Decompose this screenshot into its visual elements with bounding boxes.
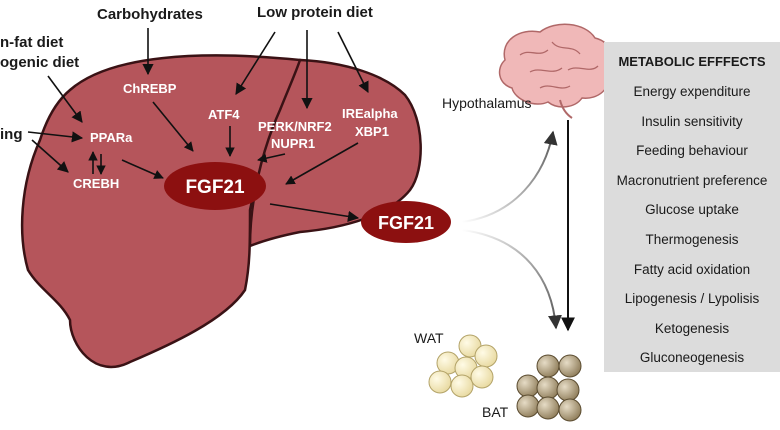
pparа-label: PPARa (90, 130, 133, 145)
curve-to-adipose (461, 229, 562, 330)
fasting-label: ing (0, 126, 23, 143)
carbohydrates-label: Carbohydrates (97, 6, 203, 23)
hypothalamus-label: Hypothalamus (442, 95, 532, 111)
effect-item: Gluconeogenesis (639, 350, 745, 366)
secretion-arrow (269, 203, 360, 222)
effect-item: Fatty acid oxidation (633, 261, 751, 277)
chrebp-label: ChREBP (123, 81, 177, 96)
effect-item: Thermogenesis (645, 231, 739, 247)
wat-cluster (428, 334, 498, 398)
liver (20, 54, 422, 369)
effect-item: Insulin sensitivity (641, 113, 743, 129)
bat-label: BAT (482, 404, 509, 420)
atf4-label: ATF4 (208, 107, 240, 122)
effect-item: Macronutrient preference (616, 172, 768, 188)
effect-item: Lipogenesis / Lypolisis (624, 291, 760, 307)
liver-arrows (88, 101, 359, 185)
high-fat-label-1: n-fat diet (0, 34, 63, 51)
circulating-fgf21-label: FGF21 (378, 213, 434, 233)
input-arrows (27, 28, 369, 173)
irealpha-label-1: IREalpha (342, 106, 398, 121)
metabolic-effects-title: METABOLIC EFFFECTS (618, 54, 766, 69)
liver-fgf21-node (164, 162, 266, 210)
high-fat-label-2: ogenic diet (0, 54, 79, 71)
wat-label: WAT (414, 330, 444, 346)
metabolic-effects-panel: METABOLIC EFFFECTS Energy expenditure In… (604, 42, 780, 372)
liver-right-lobe (248, 58, 422, 248)
perk-label-2: NUPR1 (271, 136, 315, 151)
crebh-label: CREBH (73, 176, 119, 191)
curve-to-hypothalamus (461, 130, 558, 223)
effect-item: Glucose uptake (645, 202, 739, 218)
bat-cluster (516, 354, 582, 422)
perk-label-1: PERK/NRF2 (258, 119, 332, 134)
effect-item: Ketogenesis (654, 320, 730, 336)
circulating-fgf21-node (361, 201, 451, 243)
liver-fgf21-label: FGF21 (185, 177, 245, 198)
effect-item: Feeding behaviour (636, 143, 748, 159)
low-protein-label: Low protein diet (257, 4, 373, 21)
effect-item: Energy expenditure (633, 84, 751, 99)
xbp1-label: XBP1 (355, 124, 389, 139)
